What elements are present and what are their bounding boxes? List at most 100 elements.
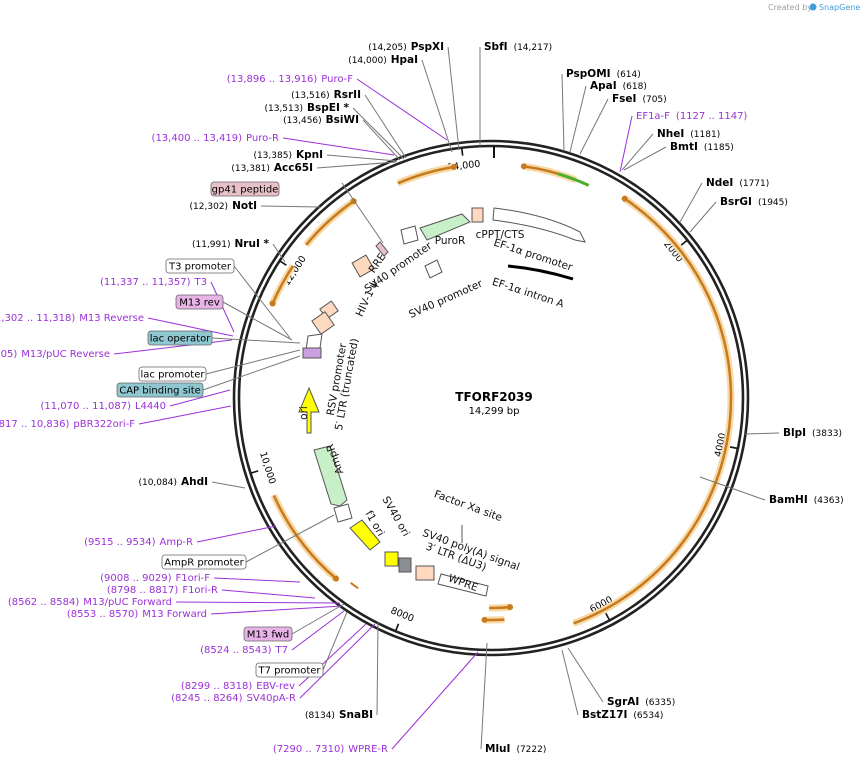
backbone-inner-ring [237, 144, 745, 652]
primers-pos-puro-r: (13,400 .. 13,419) [152, 133, 243, 144]
sites-pos-pspxi: (14,205) [368, 43, 407, 53]
primers-pos-m13-forward: (8553 .. 8570) [67, 609, 139, 620]
sites-name-snabi[interactable]: SnaBI [339, 709, 373, 721]
primers-leader-pbr322ori-f [138, 405, 232, 425]
sites-name-bamhi[interactable]: BamHI [769, 494, 808, 506]
sites-pos-snabi: (8134) [305, 711, 335, 721]
primers-pos-t3: (11,337 .. 11,357) [100, 277, 191, 288]
primers-name-ef1a-f[interactable]: EF1a-F [636, 111, 670, 122]
primers-name-m13-puc-forward[interactable]: M13/pUC Forward [83, 597, 172, 608]
credit-brand: SnapGene [819, 3, 860, 12]
primers-pos-ebv-rev: (8299 .. 8318) [181, 681, 253, 692]
primers-name-m13-forward[interactable]: M13 Forward [142, 609, 207, 620]
primers-pos-f1ori-r: (8798 .. 8817) [107, 585, 179, 596]
primers-name-amp-r[interactable]: Amp-R [160, 537, 194, 548]
sites-pos-acc65i: (13,381) [231, 164, 270, 174]
primers-name-f1ori-f[interactable]: F1ori-F [176, 573, 211, 584]
sites-pos-blpi: (3833) [812, 429, 842, 439]
primers-name-m13-puc-reverse[interactable]: M13/pUC Reverse [21, 349, 110, 360]
sites-name-hpai[interactable]: HpaI [391, 54, 418, 66]
box-leader-gp41-peptide [341, 182, 384, 244]
sites-name-apai[interactable]: ApaI [590, 80, 617, 92]
orf-head-2 [621, 195, 628, 202]
primers-name-t3[interactable]: T3 [194, 277, 207, 288]
rre-box [375, 241, 389, 257]
box-lac-operator[interactable] [147, 330, 213, 346]
primers-leader-m13-forward [210, 605, 343, 615]
orf-arrow-3 [489, 605, 511, 610]
cppt-cts-box [471, 207, 484, 223]
box-t7-promoter[interactable] [255, 662, 324, 678]
sites-name-noti[interactable]: NotI [232, 200, 257, 212]
sites-leader-bamhi [699, 476, 766, 501]
box-t3-promoter[interactable] [165, 258, 235, 274]
box-leader-lac-promoter [205, 349, 301, 375]
sites-name-nrui[interactable]: NruI * [235, 238, 270, 250]
sites-name-acc65i[interactable]: Acc65I [274, 162, 313, 174]
sites-name-ahdi[interactable]: AhdI [181, 476, 208, 488]
sites-name-bmti[interactable]: BmtI [670, 141, 698, 153]
primers-name-t7[interactable]: T7 [275, 645, 288, 656]
box-lac-promoter[interactable] [138, 366, 207, 382]
primers-leader-f1ori-f [213, 577, 301, 583]
sites-name-sbfi[interactable]: SbfI [484, 41, 508, 53]
sites-name-blpi[interactable]: BlpI [783, 427, 806, 439]
box-label-m13-rev: M13 rev [179, 298, 220, 309]
primers-name-f1ori-r[interactable]: F1ori-R [182, 585, 218, 596]
orf-head-5 [333, 575, 340, 582]
sites-leader-ahdi [211, 481, 246, 489]
sites-name-mlui[interactable]: MluI [485, 743, 510, 755]
sites-pos-sgrai: (6335) [645, 698, 675, 708]
primers-name-puro-f[interactable]: Puro-F [321, 74, 353, 85]
sites-name-pspomi[interactable]: PspOMI [566, 68, 611, 80]
box-ampr-promoter[interactable] [161, 554, 247, 570]
tick-label-8000: 8000 [389, 605, 416, 624]
sites-name-bsrgi[interactable]: BsrGI [720, 196, 752, 208]
sites-pos-bmti: (1185) [704, 143, 734, 153]
box-gp41-peptide[interactable] [210, 181, 280, 197]
sites-leader-noti [260, 205, 321, 208]
sites-name-kpni[interactable]: KpnI [296, 149, 323, 161]
primers-name-puro-r[interactable]: Puro-R [246, 133, 279, 144]
sv40-promoter-arrow-1 [400, 225, 419, 245]
primers-name-pbr322ori-f[interactable]: pBR322ori-F [73, 419, 135, 430]
primers-name-m13-reverse[interactable]: M13 Reverse [79, 313, 144, 324]
sites-name-bsiwi[interactable]: BsiWI [326, 114, 359, 126]
box-m13-fwd[interactable] [243, 626, 293, 642]
primers-name-wpre-r[interactable]: WPRE-R [348, 744, 388, 755]
sites-name-nhei[interactable]: NheI [657, 128, 684, 140]
sites-name-sgrai[interactable]: SgrAI [607, 696, 639, 708]
sites-name-fsei[interactable]: FseI [612, 93, 636, 105]
primers-name-l4440[interactable]: L4440 [135, 401, 166, 412]
sites-leader-acc65i [316, 161, 397, 169]
tick-12000 [280, 260, 287, 266]
orf-arrow-7 [305, 200, 355, 246]
sites-leader-bsiwi [362, 119, 401, 161]
box-m13-rev[interactable] [175, 294, 224, 310]
sites-name-rsrii[interactable]: RsrII [334, 89, 361, 101]
sites-pos-nrui: (11,991) [192, 240, 231, 250]
orf-arrow-5 [272, 494, 337, 580]
sites-name-pspxi[interactable]: PspXI [411, 41, 444, 53]
primers-leader-f1ori-r [221, 589, 316, 599]
sites-leader-sgrai [567, 647, 604, 703]
box-leader-cap-binding-site [202, 355, 301, 391]
primers-pos-ef1a-f: (1127 .. 1147) [676, 111, 748, 122]
orf-head-1 [520, 163, 527, 170]
primers-name-sv40pa-r[interactable]: SV40pA-R [247, 693, 296, 704]
sites-name-ndei[interactable]: NdeI [706, 177, 733, 189]
sites-leader-pspxi [447, 46, 460, 151]
sites-name-bspei[interactable]: BspEI * [307, 102, 350, 114]
feature-label-ef1a-intron-a: EF-1α intron A [491, 276, 567, 311]
sites-leader-pspomi [561, 73, 565, 152]
box-cap-binding-site[interactable] [116, 382, 204, 398]
primers-leader-l4440 [169, 389, 231, 407]
primers-leader-puro-r [282, 137, 395, 156]
primers-name-ebv-rev[interactable]: EBV-rev [256, 681, 295, 692]
orf-small-mark [350, 582, 359, 590]
backbone-outer-ring [232, 139, 750, 657]
puro-green-arc [557, 172, 590, 187]
sites-name-bstz17i[interactable]: BstZ17I [582, 709, 627, 721]
